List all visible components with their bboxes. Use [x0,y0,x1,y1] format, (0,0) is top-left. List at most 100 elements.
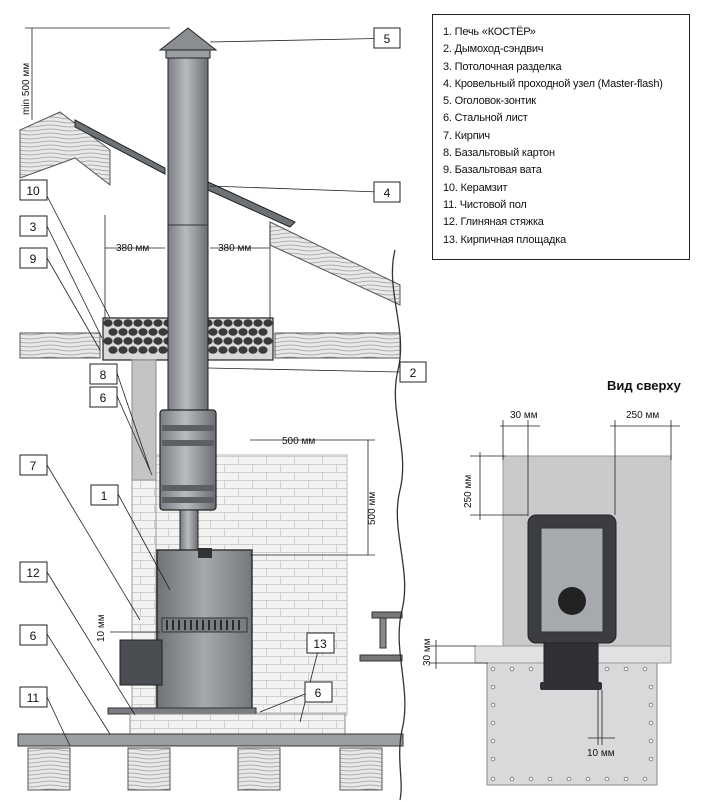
stove-vent-grille [161,617,248,633]
clay-bead [113,319,123,327]
bench-seat [359,654,403,662]
svg-text:6: 6 [100,391,107,405]
clay-bead [243,319,253,327]
dim-top-30-v: 30 мм [422,638,433,666]
clay-bead [143,319,153,327]
legend-item: 2. Дымоход-сэндвич [443,43,544,56]
top-view: Вид сверху [474,378,682,786]
dim-min-500: min 500 мм [21,63,32,115]
legend-item: 4. Кровельный проходной узел (Master-fla… [443,77,663,90]
legend-item: 11. Чистовой пол [443,198,527,211]
callout-1: 1 [90,484,119,506]
callout-10: 10 [19,179,48,201]
clay-bead [138,328,148,336]
legend-item: 12. Глиняная стяжка [443,216,544,229]
dim-10-side: 10 мм [96,614,107,642]
roof-steel-left [74,119,166,175]
dim-top-30: 30 мм [510,410,538,421]
clay-bead [223,319,233,327]
clay-bead [213,337,223,345]
clay-bead [258,346,268,354]
exchanger-rib [162,485,214,491]
clay-bead [158,328,168,336]
exchanger-rib [162,440,214,446]
svg-text:9: 9 [30,252,37,266]
legend-item: 1. Печь «КОСТЁР» [443,26,536,38]
callout-6c: 6 [304,681,333,703]
side-view [17,27,406,801]
rivet [490,702,496,708]
rivet [604,776,610,782]
top-flue-hole [558,587,586,615]
rivet [490,666,496,672]
clay-bead [108,328,118,336]
legend-list: 1. Печь «КОСТЁР» 2. Дымоход-сэндвич 3. Пот… [443,24,689,249]
clay-bead [208,328,218,336]
steel-sheet-front [107,707,257,715]
rivet [509,666,515,672]
callout-8: 8 [89,363,118,385]
dim-380-right: 380 мм [218,243,251,254]
rivet [490,720,496,726]
svg-text:10: 10 [26,184,40,198]
legend-item: 5. Оголовок-зонтик [443,95,536,108]
svg-text:2: 2 [410,366,417,380]
umbrella-cap [158,27,218,51]
rivet [648,720,654,726]
clay-bead [148,346,158,354]
ceiling-left [19,332,101,359]
callout-5: 5 [373,27,401,49]
clay-bead [138,346,148,354]
svg-text:5: 5 [384,32,391,46]
clay-bead [118,346,128,354]
legend-item: 8. Базальтовый картон [443,147,555,160]
callout-3: 3 [19,215,48,237]
rivet [642,666,648,672]
rivet [642,776,648,782]
dim-500-horizontal: 500 мм [282,436,315,447]
top-stove-plate [540,527,604,633]
svg-text:13: 13 [313,637,327,651]
clay-bead [218,346,228,354]
svg-text:6: 6 [30,629,37,643]
rivet [509,776,515,782]
clay-bead [123,319,133,327]
clay-bead [123,337,133,345]
svg-text:1: 1 [101,489,108,503]
clay-bead [253,319,263,327]
clay-bead [128,346,138,354]
clay-bead [218,328,228,336]
clay-bead [238,328,248,336]
legend-item: 7. Кирпич [443,129,490,142]
top-dimension-lines [430,420,680,745]
rivet [547,776,553,782]
legend-item: 13. Кирпичная площадка [443,233,567,246]
clay-bead [133,319,143,327]
dim-500-vertical: 500 мм [367,492,378,525]
rivet [528,776,534,782]
dim-top-250-h: 250 мм [626,410,659,421]
callout-13: 13 [306,632,335,654]
svg-text:11: 11 [27,691,40,705]
chimney-sandwich-pipe [167,55,209,412]
clay-bead [108,346,118,354]
rivet [623,666,629,672]
clay-bead [118,328,128,336]
clay-bead [223,337,233,345]
clay-bead [238,346,248,354]
clay-bead [233,337,243,345]
clay-bead [153,337,163,345]
legend-item: 3. Потолочная разделка [443,60,562,73]
side-dimension-lines [25,27,375,633]
clay-bead [228,346,238,354]
clay-bead [158,346,168,354]
clay-bead [253,337,263,345]
roof-left-section [19,111,111,187]
callout-12: 12 [19,561,48,583]
dim-top-250-v: 250 мм [463,475,474,508]
callout-6a: 6 [89,386,118,408]
bench-leg [379,617,387,649]
clay-bead [143,337,153,345]
rivet [648,702,654,708]
